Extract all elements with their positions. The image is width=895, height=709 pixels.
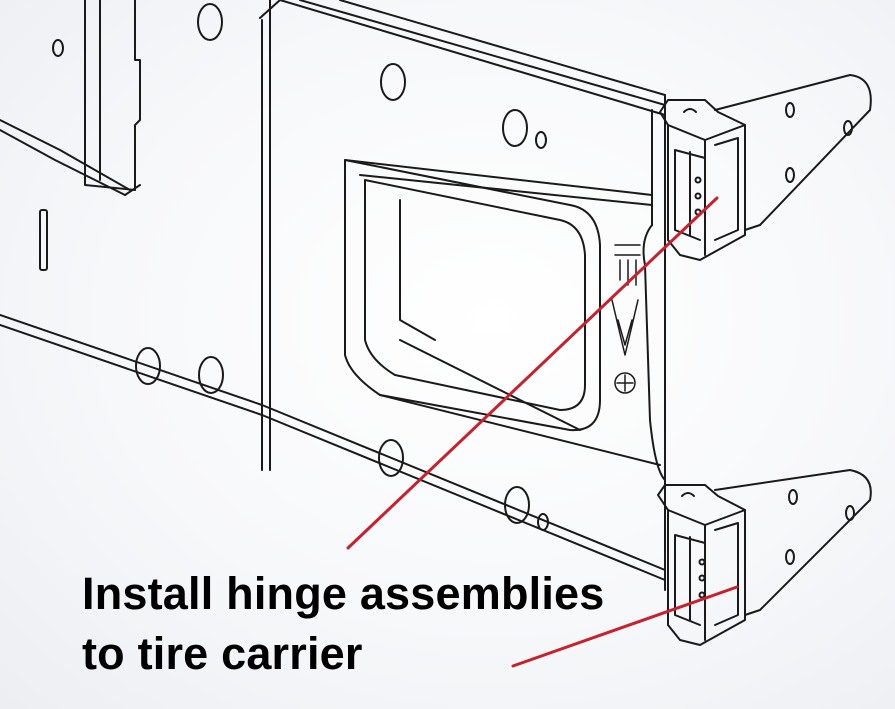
mounting-hole [197,3,223,41]
hinge-plate [714,74,872,231]
mounting-hole [535,131,547,149]
mounting-hole [380,63,406,101]
mounting-hole [502,109,528,147]
center-cutout [344,159,661,466]
hinge-plate [714,469,872,616]
leader-lines [346,196,739,668]
frame-markings [611,244,641,394]
mounting-hole [378,439,404,477]
frame-holes [135,3,549,531]
mounting-hole [52,39,64,57]
mounting-hole [537,513,549,531]
caption-line-1: Install hinge assemblies [82,568,605,619]
left-frame-section [0,0,141,271]
mounting-hole [135,347,161,385]
mounting-hole [504,486,530,524]
upper-hinge-assembly [659,74,872,261]
hinge-knuckle [657,484,746,646]
hinge-knuckle [659,99,746,261]
leader-line-upper [346,196,719,550]
slot-hole [39,209,48,271]
caption-line-2: to tire carrier [82,628,363,679]
leader-line-lower [511,585,739,668]
lower-hinge-assembly [657,469,872,646]
mounting-hole [198,356,224,394]
